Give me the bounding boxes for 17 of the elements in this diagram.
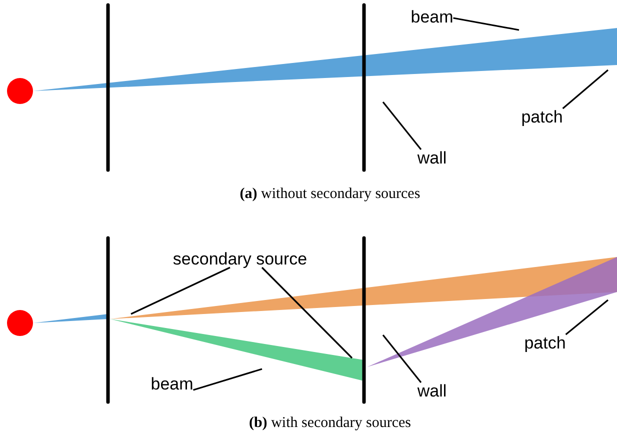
label-text: wall [417, 150, 447, 166]
label-text: patch [524, 334, 566, 352]
leader-line [562, 69, 609, 110]
leader-line [565, 299, 608, 336]
figure-caption: (a) without secondary sources [240, 187, 420, 202]
leader-line [382, 334, 422, 383]
leader-line [261, 266, 353, 359]
label-text: beam [150, 376, 194, 392]
leader-line [382, 102, 422, 150]
label-text: secondary source [172, 250, 308, 268]
label-text: beam [410, 8, 454, 26]
leader-line [193, 368, 262, 391]
figure-caption: (b) with secondary sources [248, 416, 412, 431]
leader-line [130, 266, 230, 315]
label-text: patch [521, 108, 563, 126]
label-text: wall [417, 382, 447, 400]
leader-line [453, 17, 520, 31]
